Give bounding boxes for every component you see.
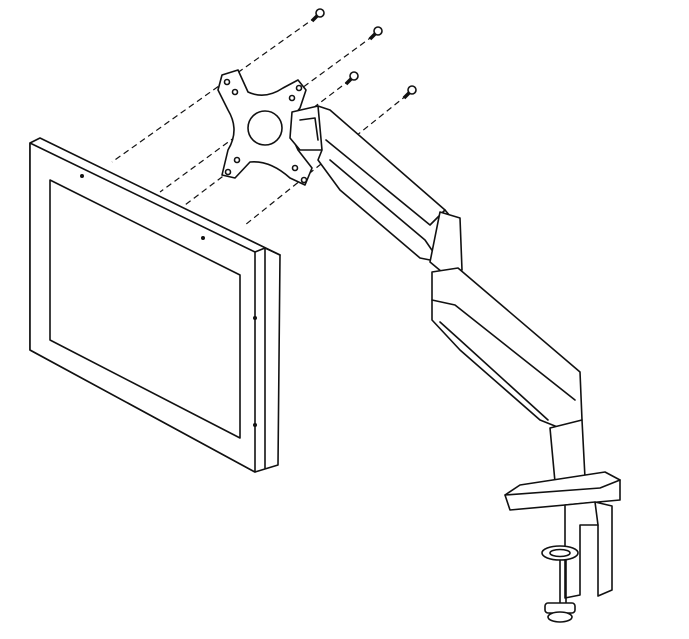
- screw-icon: [344, 71, 359, 86]
- screw-icon: [368, 26, 383, 41]
- screw-icon: [310, 8, 325, 23]
- monitor-screen: [49, 179, 241, 439]
- pole: [549, 419, 586, 483]
- screws: [310, 8, 417, 100]
- gas-spring-arm: [289, 105, 621, 511]
- vesa-plate-center-hole: [247, 110, 283, 146]
- monitor: [29, 137, 281, 473]
- vesa-plate: [217, 69, 313, 186]
- lower-arm: [431, 267, 583, 429]
- screw-icon: [402, 85, 417, 100]
- desk-clamp: [541, 501, 613, 623]
